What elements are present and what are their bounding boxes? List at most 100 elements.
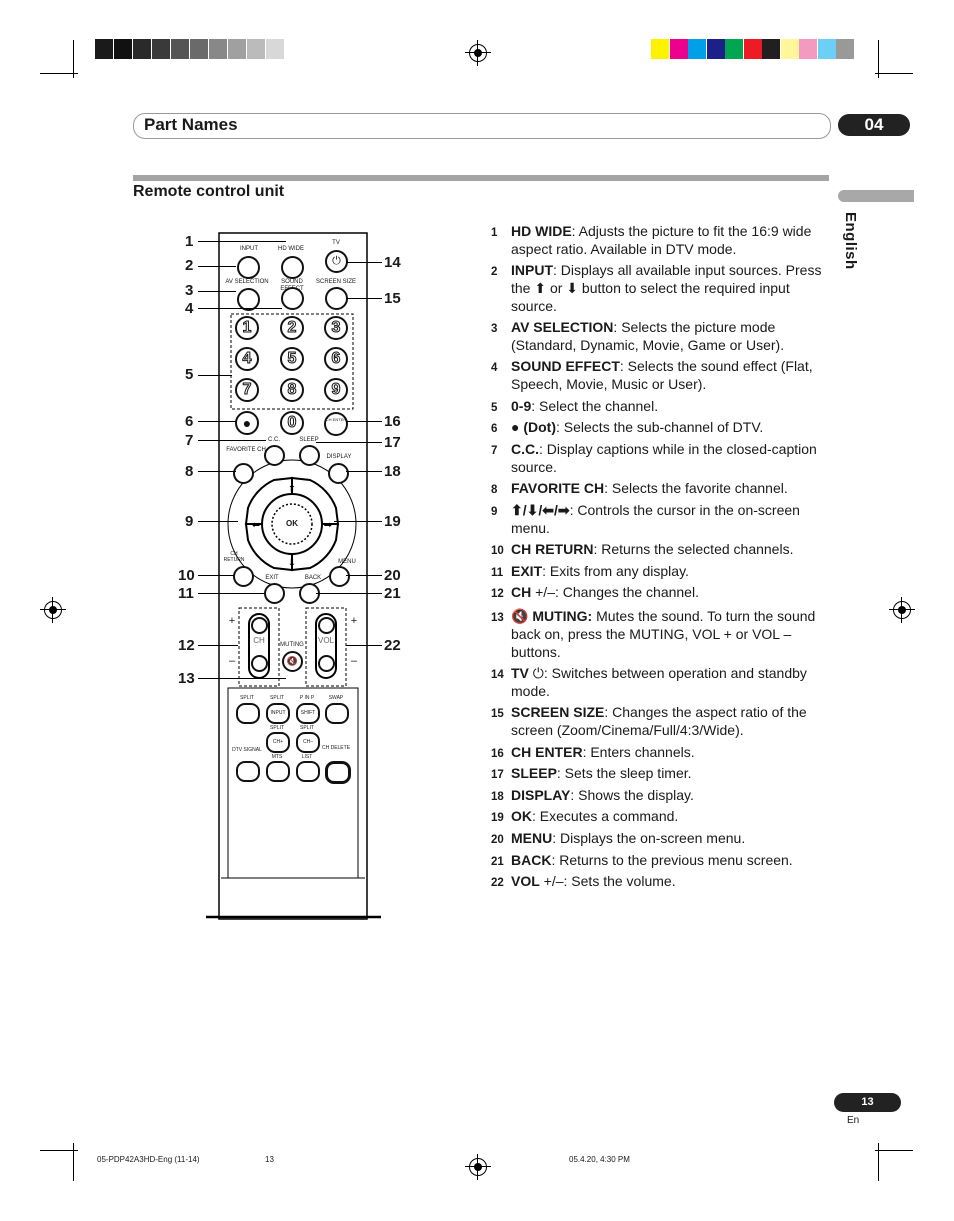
callout-number: 9 — [185, 513, 194, 530]
sleep-label: SLEEP — [299, 437, 319, 443]
description-text: EXIT: Exits from any display. — [511, 562, 831, 580]
p-in-p-label: P IN P — [299, 695, 315, 701]
description-number: 4 — [491, 362, 498, 374]
list-button[interactable] — [296, 761, 320, 782]
page-title: Part Names — [144, 115, 238, 134]
swap-button[interactable] — [325, 703, 349, 724]
callout-number: 21 — [384, 585, 401, 602]
ch-plus-sign: + — [228, 615, 236, 627]
leader-line — [198, 521, 238, 522]
description-part-name: TV — [511, 665, 529, 681]
description-text: VOL +/–: Sets the volume. — [511, 872, 831, 890]
hd-wide-button[interactable] — [281, 256, 304, 279]
favorite-ch-button[interactable] — [233, 463, 254, 484]
dtv-signal-button[interactable] — [236, 761, 260, 782]
registration-mark-icon — [40, 597, 66, 623]
cc-button[interactable] — [264, 445, 285, 466]
color-swatch — [762, 39, 780, 59]
gray-swatch — [247, 39, 265, 59]
screen-size-button[interactable] — [325, 287, 348, 310]
description-part-name: ⬆/⬇/⬅/➡ — [511, 502, 570, 518]
dot-button[interactable]: ● — [235, 411, 259, 435]
digit-2-button[interactable]: 2 — [280, 316, 304, 340]
digit-8-button[interactable]: 8 — [280, 378, 304, 402]
digit-1-button[interactable]: 1 — [235, 316, 259, 340]
split-ch-minus-button[interactable]: CH– — [296, 732, 320, 753]
display-button[interactable] — [328, 463, 349, 484]
ch-return-label: CH RETURN — [223, 551, 245, 563]
digit-7-button[interactable]: 7 — [235, 378, 259, 402]
callout-number: 2 — [185, 257, 194, 274]
ch-delete-button[interactable] — [325, 761, 351, 784]
menu-button[interactable] — [329, 566, 350, 587]
description-text: TV ⏻: Switches between operation and sta… — [511, 664, 831, 700]
description-part-name: 0-9 — [511, 398, 532, 414]
description-part-name: ● (Dot) — [511, 419, 556, 435]
digit-5-button[interactable]: 5 — [280, 347, 304, 371]
crop-mark — [875, 73, 913, 74]
description-number: 8 — [491, 484, 498, 496]
vol-down-button[interactable] — [318, 655, 335, 672]
description-body: Mutes the sound. To turn the sound back … — [511, 608, 816, 660]
description-body: : Displays the on-screen menu. — [552, 830, 746, 846]
menu-label: MENU — [338, 559, 356, 565]
mts-button[interactable] — [266, 761, 290, 782]
description-text: C.C.: Display captions while in the clos… — [511, 440, 831, 476]
description-text: CH RETURN: Returns the selected channels… — [511, 540, 831, 558]
digit-4-button[interactable]: 4 — [235, 347, 259, 371]
ok-button[interactable]: OK — [286, 519, 298, 528]
vol-up-button[interactable] — [318, 617, 335, 634]
callout-number: 1 — [185, 233, 194, 250]
ch-up-button[interactable] — [251, 617, 268, 634]
split-label: SPLIT — [270, 695, 284, 701]
footer-file-page: 13 — [265, 1155, 274, 1164]
ch-down-button[interactable] — [251, 655, 268, 672]
svg-text:⬇: ⬇ — [288, 558, 296, 569]
exit-label: EXIT — [265, 575, 279, 581]
split-button[interactable] — [236, 703, 260, 724]
crop-mark — [40, 1150, 78, 1151]
leader-line — [198, 593, 264, 594]
input-button[interactable] — [237, 256, 260, 279]
muting-button[interactable]: 🔇 — [282, 651, 303, 672]
color-swatch — [669, 39, 688, 59]
shift-button[interactable]: SHIFT — [296, 703, 320, 724]
exit-button[interactable] — [264, 583, 285, 604]
gray-swatch — [209, 39, 227, 59]
ch-enter-label: CH ENTER — [325, 417, 347, 422]
tv-power-button[interactable]: ⏻ — [325, 250, 348, 273]
sound-effect-button[interactable] — [281, 287, 304, 310]
callout-number: 10 — [178, 567, 195, 584]
description-part-name: SOUND EFFECT — [511, 358, 620, 374]
description-text: ⬆/⬇/⬅/➡: Controls the cursor in the on-s… — [511, 501, 831, 537]
description-item: 7 C.C.: Display captions while in the clo… — [491, 440, 831, 476]
digit-6-button[interactable]: 6 — [324, 347, 348, 371]
description-text: MENU: Displays the on-screen menu. — [511, 829, 831, 847]
digit-9-button[interactable]: 9 — [324, 378, 348, 402]
header-bar — [133, 113, 831, 139]
leader-line — [198, 375, 232, 376]
digit-3-button[interactable]: 3 — [324, 316, 348, 340]
color-swatch — [836, 39, 854, 59]
crop-mark — [878, 1143, 879, 1181]
description-text: SLEEP: Sets the sleep timer. — [511, 764, 831, 782]
dtv-signal-label: DTV SIGNAL — [232, 747, 262, 753]
ch-enter-button[interactable] — [324, 412, 348, 436]
description-part-name: FAVORITE CH — [511, 480, 605, 496]
digit-0-button[interactable]: 0 — [280, 411, 304, 435]
description-number: 5 — [491, 402, 498, 414]
description-number: 14 — [491, 669, 504, 681]
color-swatch — [651, 39, 669, 59]
description-part-name: AV SELECTION — [511, 319, 614, 335]
sleep-button[interactable] — [299, 445, 320, 466]
split-input-button[interactable]: INPUT — [266, 703, 290, 724]
av-selection-button[interactable] — [237, 288, 260, 311]
description-number: 7 — [491, 445, 498, 457]
split-ch-plus-button[interactable]: CH+ — [266, 732, 290, 753]
ch-return-button[interactable] — [233, 566, 254, 587]
language-label: English — [842, 212, 859, 270]
callout-number: 5 — [185, 366, 194, 383]
